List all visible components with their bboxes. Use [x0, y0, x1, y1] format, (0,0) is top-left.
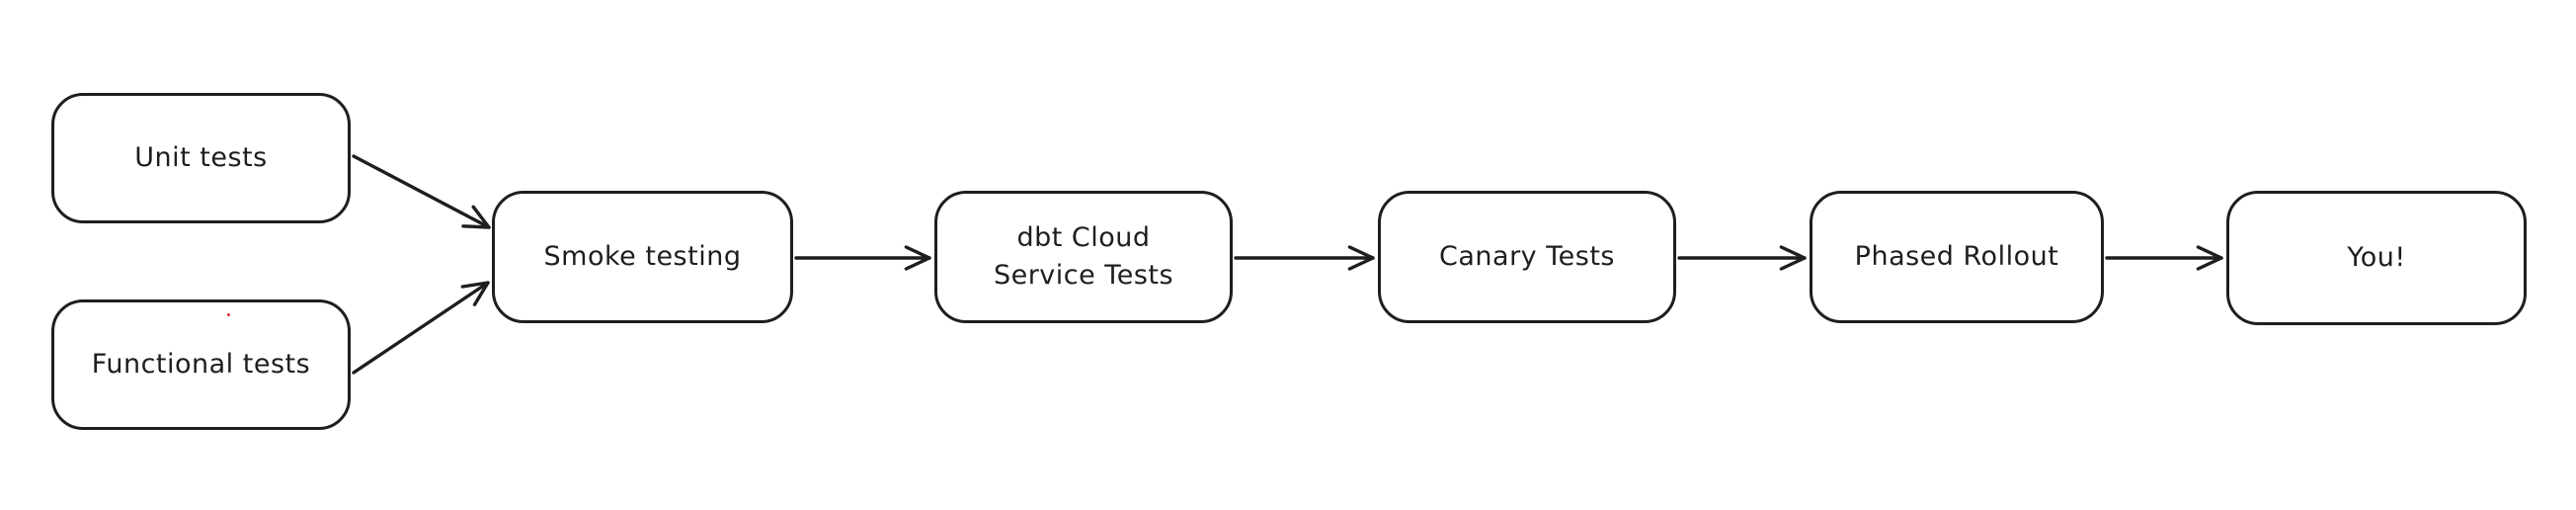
arrowhead-icon [1347, 245, 1375, 271]
node-dbt-cloud-service-tests: dbt Cloud Service Tests [934, 191, 1233, 323]
edge-dbt-cloud-service-tests-to-canary-tests [1234, 245, 1375, 271]
edge-unit-tests-to-smoke-testing [352, 154, 491, 229]
stray-red-dot [227, 313, 230, 316]
arrowhead-icon [2196, 245, 2223, 271]
node-you: You! [2226, 191, 2527, 325]
node-unit-tests-label: Unit tests [134, 142, 268, 173]
edge-canary-tests-to-phased-rollout [1677, 245, 1807, 271]
arrow-shaft [352, 154, 491, 229]
arrowhead-icon [460, 281, 490, 306]
node-phased-rollout: Phased Rollout [1810, 191, 2104, 323]
arrowhead-icon [904, 245, 931, 271]
arrowhead-icon [461, 205, 491, 229]
node-dbt-cloud-service-tests-label: dbt Cloud Service Tests [993, 222, 1174, 291]
node-functional-tests-label: Functional tests [91, 349, 311, 380]
node-smoke-testing: Smoke testing [492, 191, 793, 323]
node-unit-tests: Unit tests [51, 93, 351, 223]
node-phased-rollout-label: Phased Rollout [1854, 241, 2059, 272]
node-you-label: You! [2347, 242, 2406, 273]
node-canary-tests-label: Canary Tests [1439, 241, 1615, 272]
arrowhead-icon [1779, 245, 1807, 271]
edge-smoke-testing-to-dbt-cloud-service-tests [794, 245, 931, 271]
node-functional-tests: Functional tests [51, 299, 351, 430]
edge-phased-rollout-to-you [2105, 245, 2223, 271]
node-smoke-testing-label: Smoke testing [543, 241, 742, 272]
node-canary-tests: Canary Tests [1378, 191, 1676, 323]
edge-functional-tests-to-smoke-testing [352, 281, 490, 375]
arrow-shaft [352, 281, 490, 375]
